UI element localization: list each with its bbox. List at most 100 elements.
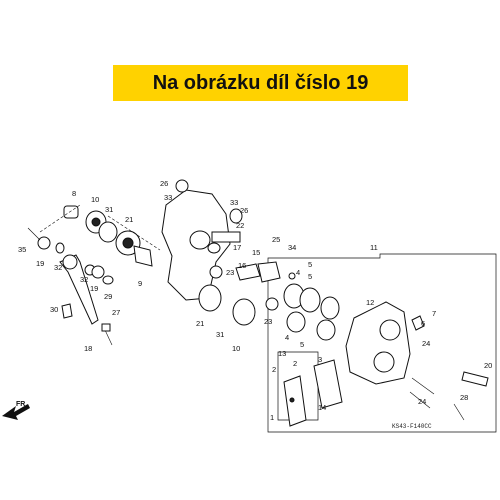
part-number-banner: Na obrázku díl číslo 19 <box>113 65 408 101</box>
pad-rivet <box>289 397 295 403</box>
callout-21b: 21 <box>196 319 204 328</box>
part-6-bleeder <box>411 315 425 331</box>
part-32-washer <box>55 242 65 254</box>
callout-2: 2 <box>293 359 297 368</box>
callout-7: 7 <box>432 309 436 318</box>
part-25-pad-spring <box>257 261 281 283</box>
callout-10b: 10 <box>232 344 240 353</box>
callout-3: 3 <box>318 355 322 364</box>
part-piston-2 <box>316 319 336 341</box>
callout-24b: 24 <box>418 397 426 406</box>
part-19-bushing-2 <box>91 265 105 279</box>
callout-14: 14 <box>318 403 326 412</box>
callout-2b: 2 <box>272 365 276 374</box>
part-24-pin-2 <box>409 391 431 409</box>
callout-1: 1 <box>270 413 274 422</box>
callout-22: 22 <box>236 221 244 230</box>
part-23-boot-2 <box>265 297 279 311</box>
part-31-seal <box>98 221 118 243</box>
callout-18: 18 <box>84 344 92 353</box>
part-17-pin <box>211 231 241 243</box>
callout-31b: 31 <box>216 330 224 339</box>
leader-line-1 <box>39 204 81 233</box>
callout-21: 21 <box>125 215 133 224</box>
part-24-pin <box>411 377 435 395</box>
caliper-assembly-box <box>267 253 497 433</box>
part-21-bearing-2 <box>198 284 222 312</box>
callout-23b: 23 <box>264 317 272 326</box>
pad-set-box <box>277 351 319 421</box>
part-28-bolt <box>453 403 465 421</box>
part-23-boot <box>209 265 223 279</box>
callout-17: 17 <box>233 243 241 252</box>
leader-line-2 <box>107 215 161 251</box>
callout-31: 31 <box>105 205 113 214</box>
caliper-bore-1 <box>379 319 401 341</box>
part-8-collar <box>63 205 79 219</box>
part-29-clip <box>102 275 114 285</box>
callout-13: 13 <box>278 349 286 358</box>
callout-35: 35 <box>18 245 26 254</box>
callout-33: 33 <box>164 193 172 202</box>
callout-33b: 33 <box>230 198 238 207</box>
part-26-cap <box>175 179 189 193</box>
callout-19b: 19 <box>90 284 98 293</box>
part-27-bolt-head <box>101 323 111 332</box>
callout-24: 24 <box>422 339 430 348</box>
callout-8: 8 <box>72 189 76 198</box>
callout-32: 32 <box>54 263 62 272</box>
callout-10: 10 <box>91 195 99 204</box>
callout-5: 5 <box>308 260 312 269</box>
part-18-link-arm <box>59 254 99 325</box>
part-1-brake-pad <box>283 375 307 427</box>
part-piston <box>320 296 340 320</box>
callout-5b: 5 <box>308 272 312 281</box>
bracket-hole <box>189 230 211 250</box>
part-4-seal-2 <box>286 311 306 333</box>
part-34-plug <box>288 272 296 280</box>
caliper-bore-2 <box>373 351 395 373</box>
part-30-nut <box>61 303 73 319</box>
callout-30: 30 <box>50 305 58 314</box>
part-21-bore <box>122 237 134 249</box>
callout-15: 15 <box>252 248 260 257</box>
callout-4: 4 <box>296 268 300 277</box>
front-direction-arrow <box>2 404 30 420</box>
part-33-seal <box>229 208 243 224</box>
callout-19: 19 <box>36 259 44 268</box>
callout-27: 27 <box>112 308 120 317</box>
callout-20: 20 <box>484 361 492 370</box>
callout-23: 23 <box>226 268 234 277</box>
part-18-link-eye <box>62 254 78 270</box>
callout-26: 26 <box>160 179 168 188</box>
callout-11: 11 <box>370 243 378 252</box>
callout-32b: 32 <box>80 275 88 284</box>
callout-28: 28 <box>460 393 468 402</box>
callout-16: 16 <box>238 261 246 270</box>
part-20-bolt <box>461 371 489 387</box>
part-16-pin <box>235 263 261 281</box>
callout-6: 6 <box>421 319 425 328</box>
part-19-bushing <box>37 236 51 250</box>
callout-25: 25 <box>272 235 280 244</box>
part-10-bore <box>91 217 101 227</box>
part-5-seal <box>299 287 321 313</box>
part-14-pad-shim <box>313 359 343 409</box>
part-12-caliper-body <box>345 301 411 385</box>
callout-5c: 5 <box>300 340 304 349</box>
diagram-code: KS43-F140CC <box>392 423 432 430</box>
callout-26b: 26 <box>240 206 248 215</box>
part-31-seal-2 <box>232 298 256 326</box>
callout-9: 9 <box>138 279 142 288</box>
part-27-bolt <box>104 329 113 346</box>
callout-4b: 4 <box>285 333 289 342</box>
callout-12: 12 <box>366 298 374 307</box>
banner-text: Na obrázku díl číslo 19 <box>152 71 369 94</box>
callout-29: 29 <box>104 292 112 301</box>
part-22-boot <box>207 242 221 254</box>
part-9-collar <box>133 245 153 267</box>
callout-34: 34 <box>288 243 296 252</box>
part-35-bolt <box>27 227 41 241</box>
direction-label: FR. <box>16 401 27 408</box>
